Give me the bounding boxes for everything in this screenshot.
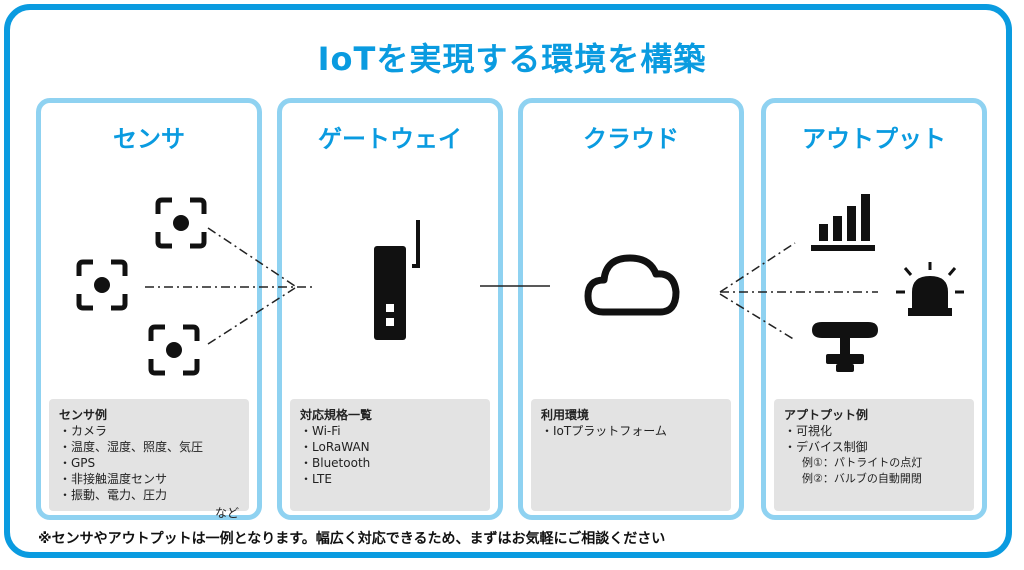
panel-sensor: センサ センサ例 ・カメラ ・温度、湿度、照度、気圧 ・GPS ・非接触温度セン… — [36, 98, 262, 520]
list-item: ・IoTプラットフォーム — [541, 424, 667, 438]
note-heading: 対応規格一覧 — [300, 408, 373, 422]
bar-chart-icon — [811, 194, 875, 251]
sensor-camera-icon — [155, 197, 207, 249]
list-item: ・Bluetooth — [300, 456, 371, 470]
list-subitem: 例②：バルブの自動開閉 — [802, 472, 922, 485]
note-heading: 利用環境 — [541, 408, 590, 422]
valve-icon — [812, 322, 878, 372]
note-cloud: 利用環境 ・IoTプラットフォーム — [531, 399, 731, 511]
note-heading: センサ例 — [59, 408, 108, 422]
list-item: ・Wi-Fi — [300, 424, 341, 438]
sensor-camera-icon — [148, 324, 200, 376]
list-subitem: 例①：パトライトの点灯 — [802, 456, 923, 469]
connector-line — [719, 242, 796, 293]
note-trailer: など — [214, 506, 239, 520]
note-output: アプトプット例 ・可視化 ・デバイス制御 例①：パトライトの点灯 例②：バルブの… — [774, 399, 974, 511]
sensor-camera-icon — [76, 259, 128, 311]
panel-title-sensor: センサ — [113, 125, 185, 153]
note-sensor: センサ例 ・カメラ ・温度、湿度、照度、気圧 ・GPS ・非接触温度センサ ・振… — [49, 399, 249, 520]
list-item: ・GPS — [59, 456, 96, 470]
list-item: ・カメラ — [59, 424, 108, 438]
note-heading: アプトプット例 — [784, 408, 869, 422]
connector-line — [207, 287, 296, 345]
panel-title-gateway: ゲートウェイ — [318, 125, 462, 153]
connector-line — [207, 227, 296, 287]
list-item: ・非接触温度センサ — [59, 472, 168, 486]
page-title: IoTを実現する環境を構築 — [317, 40, 707, 78]
list-item: ・可視化 — [784, 424, 833, 438]
connector-line — [719, 293, 796, 341]
list-item: ・温度、湿度、照度、気圧 — [59, 440, 204, 454]
footnote: ※センサやアウトプットは一例となります。幅広く対応できるため、まずはお気軽にご相… — [38, 531, 666, 547]
note-gateway: 対応規格一覧 ・Wi-Fi ・LoRaWAN ・Bluetooth ・LTE — [290, 399, 490, 511]
router-icon — [374, 220, 420, 340]
sensor-connectors — [145, 227, 315, 345]
outer-frame — [4, 4, 1012, 558]
output-connectors — [719, 242, 878, 341]
alarm-light-icon — [896, 262, 964, 316]
list-item: ・LTE — [300, 472, 332, 486]
panel-title-cloud: クラウド — [583, 125, 679, 153]
list-item: ・LoRaWAN — [300, 440, 370, 454]
list-item: ・デバイス制御 — [784, 440, 868, 454]
cloud-icon — [584, 254, 680, 316]
list-item: ・振動、電力、圧力 — [59, 488, 168, 502]
panel-title-output: アウトプット — [802, 125, 946, 153]
panel-gateway: ゲートウェイ 対応規格一覧 ・Wi-Fi ・LoRaWAN ・Bluetooth… — [277, 98, 503, 520]
